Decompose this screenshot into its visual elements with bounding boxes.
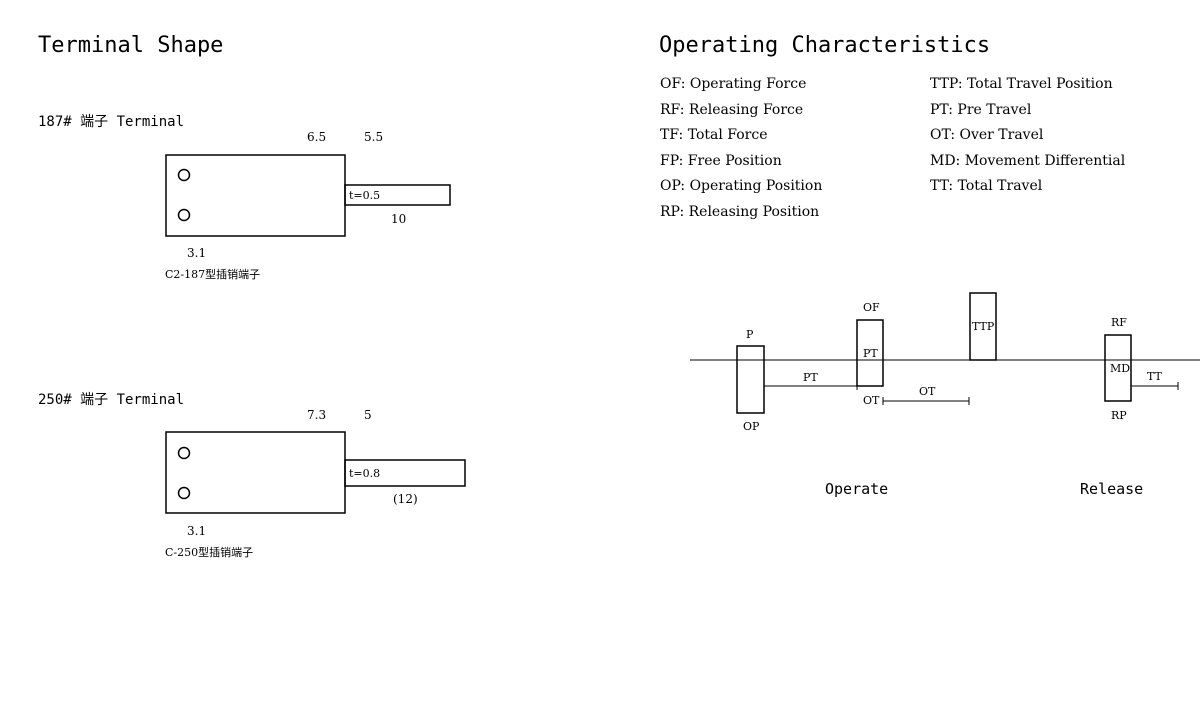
legend-item-md: MD: Movement Differential	[930, 153, 1126, 169]
terminal-187-caption: C2-187型插销端子	[165, 267, 260, 281]
terminal-250: 250# 端子 Terminal 7.3 5 t=0.8 (12) 3.1 C-…	[38, 392, 466, 559]
terminal-250-blade-length: (12)	[393, 492, 418, 506]
phase-operate: Operate	[825, 480, 888, 498]
terminal-187: 187# 端子 Terminal 6.5 5.5 t=0.5 10 3.1 C2…	[38, 114, 451, 281]
label-rf: RF	[1111, 316, 1127, 329]
terminal-187-blade	[344, 184, 451, 206]
terminal-250-hole-bottom	[177, 486, 191, 500]
terminal-187-dim-c: 3.1	[187, 246, 206, 260]
terminal-187-blade-length: 10	[391, 212, 406, 226]
terminal-187-heading: 187# 端子 Terminal	[38, 114, 184, 130]
terminal-shape-title: Terminal Shape	[38, 33, 223, 58]
label-pt-box: PT	[863, 347, 878, 360]
label-pt-line: PT	[803, 371, 818, 384]
phase-release: Release	[1080, 480, 1143, 498]
legend-item-tf: TF: Total Force	[660, 127, 768, 143]
label-p: P	[746, 328, 754, 341]
terminal-250-blade	[344, 459, 466, 487]
terminal-250-caption: C-250型插销端子	[165, 545, 253, 559]
label-of: OF	[863, 301, 880, 314]
legend-item-op: OP: Operating Position	[660, 178, 822, 194]
legend-item-ot: OT: Over Travel	[930, 127, 1044, 143]
terminal-187-hole-top	[177, 168, 191, 182]
terminal-187-body	[165, 154, 346, 237]
terminal-250-dim-a: 7.3	[307, 408, 326, 422]
terminal-187-hole-bottom	[177, 208, 191, 222]
legend-right-column: TTP: Total Travel Position PT: Pre Trave…	[930, 76, 1126, 194]
terminal-250-heading: 250# 端子 Terminal	[38, 392, 184, 408]
legend-item-pt: PT: Pre Travel	[930, 102, 1032, 118]
operating-diagram: P OP PT OF PT OT OT TTP RF MD RP TT Oper…	[690, 292, 1200, 498]
label-rp: RP	[1111, 409, 1127, 422]
terminal-250-thickness: t=0.8	[349, 467, 380, 480]
terminal-250-dim-c: 3.1	[187, 524, 206, 538]
terminal-250-dim-b: 5	[364, 408, 372, 422]
label-ot-left: OT	[863, 394, 880, 407]
legend-item-rf: RF: Releasing Force	[660, 102, 803, 118]
box-movement-differential	[1104, 334, 1132, 402]
terminal-187-dim-a: 6.5	[307, 130, 326, 144]
terminal-250-hole-top	[177, 446, 191, 460]
terminal-250-body	[165, 431, 346, 514]
label-tt: TT	[1147, 370, 1163, 383]
box-pre-travel	[856, 319, 884, 387]
legend-item-of: OF: Operating Force	[660, 76, 806, 92]
label-op: OP	[743, 420, 760, 433]
label-md: MD	[1110, 362, 1130, 375]
terminal-187-thickness: t=0.5	[349, 189, 380, 202]
legend-left-column: OF: Operating Force RF: Releasing Force …	[660, 76, 822, 220]
legend-item-fp: FP: Free Position	[660, 153, 782, 169]
terminal-187-dim-b: 5.5	[364, 130, 383, 144]
box-total-travel-position	[969, 292, 997, 361]
legend-item-tt: TT: Total Travel	[930, 178, 1043, 194]
label-ot-right: OT	[919, 385, 936, 398]
legend-item-rp: RP: Releasing Position	[660, 204, 819, 220]
operating-characteristics-title: Operating Characteristics	[659, 33, 990, 58]
box-operating-position	[736, 345, 765, 414]
legend-item-ttp: TTP: Total Travel Position	[930, 76, 1113, 92]
label-ttp: TTP	[972, 320, 995, 333]
